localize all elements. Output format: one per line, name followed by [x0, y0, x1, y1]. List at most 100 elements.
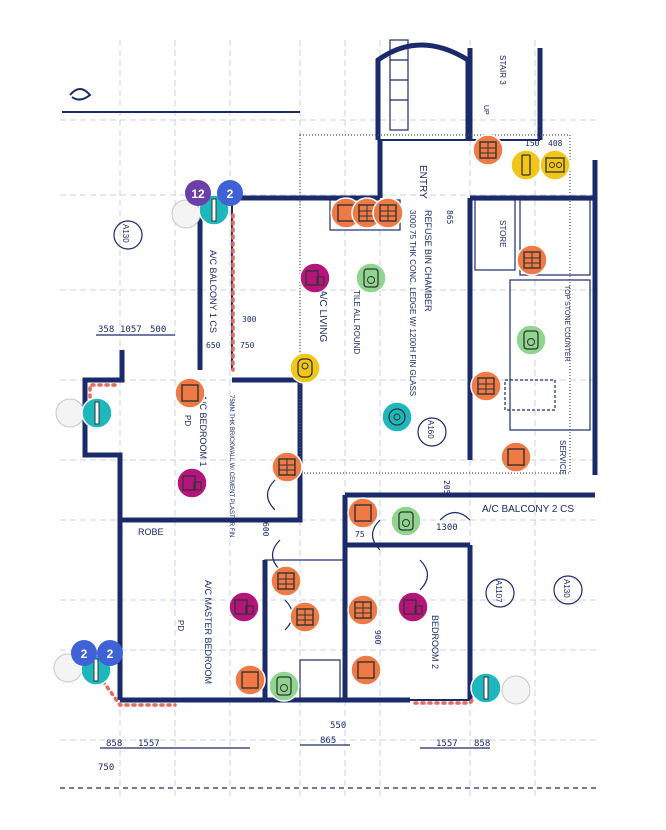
dim: 865	[320, 736, 336, 746]
dim: 900	[373, 630, 382, 645]
blind-motor-icon	[93, 658, 99, 682]
marker-disc	[500, 441, 532, 473]
ac-living-marker[interactable]	[299, 262, 331, 294]
sensor-icon	[297, 358, 313, 378]
marker-disc	[347, 497, 379, 529]
light-corridor-marker[interactable]	[347, 497, 379, 529]
dim: 865	[445, 210, 454, 225]
distribution-board-icon	[379, 204, 397, 222]
dim: 650	[206, 341, 221, 350]
panel-entry-marker[interactable]	[472, 134, 504, 166]
panel-refuse-2-marker[interactable]	[372, 197, 404, 229]
label-store: STORE	[498, 220, 507, 247]
dimension-labels: 358 1057 500 300 650 750 865 600 1300 55…	[98, 139, 563, 773]
label-balcony-2: A/C BALCONY 2 CS	[482, 504, 574, 515]
tag: A130	[121, 224, 130, 243]
dim: 858	[474, 739, 490, 749]
distribution-board-icon	[479, 141, 497, 159]
tag: A130	[562, 579, 571, 598]
label-entry: ENTRY	[417, 165, 428, 199]
ceiling-light-icon	[241, 671, 259, 689]
air-conditioner-icon	[305, 270, 325, 286]
marker-disc	[228, 591, 260, 623]
badge-2-master-b[interactable]: 2	[97, 640, 123, 666]
panel-bath-marker[interactable]	[289, 601, 321, 633]
tag: A160	[426, 420, 435, 439]
marker-disc	[355, 262, 387, 294]
marker-disc	[515, 324, 547, 356]
label-floor-note: 3000 75 THK CONC. LEDGE W/ 1200H FIN GLA…	[408, 210, 417, 396]
panel-kitchen-marker[interactable]	[470, 370, 502, 402]
dim: 858	[106, 739, 122, 749]
badge-12[interactable]: 12	[185, 180, 211, 206]
speaker-corridor-marker[interactable]	[390, 505, 422, 537]
device-markers	[53, 134, 571, 705]
inactive-blind-indicator	[501, 675, 531, 705]
label-service: SERVICE	[558, 440, 567, 475]
light-master-bath-marker[interactable]	[234, 664, 266, 696]
fixtures	[60, 39, 600, 789]
dim: 550	[330, 721, 346, 731]
air-conditioner-icon	[182, 475, 202, 491]
blind-motor-icon	[94, 401, 100, 425]
distribution-board-icon	[477, 377, 495, 395]
label-bedroom-2: BEDROOM 2	[430, 615, 440, 669]
speaker-bath-marker[interactable]	[268, 670, 300, 702]
distribution-board-icon	[278, 458, 296, 476]
dim: 1300	[436, 523, 458, 533]
marker-disc	[174, 377, 206, 409]
ceiling-light-icon	[357, 661, 375, 679]
speaker-kitchen-marker[interactable]	[515, 324, 547, 356]
dim: 500	[150, 325, 166, 335]
panel-bath-2-marker[interactable]	[347, 594, 379, 626]
dim: 408	[548, 139, 563, 148]
camera-living-marker[interactable]	[381, 401, 413, 433]
light-bath-marker[interactable]	[350, 654, 382, 686]
dim: 75	[355, 530, 365, 539]
label-stair: STAIR 3	[498, 55, 507, 85]
count-badges: 12 2 2 2	[71, 180, 243, 666]
room-labels: ENTRY REFUSE BIN CHAMBER 3000 75 THK CON…	[138, 55, 574, 684]
speaker-icon	[363, 268, 379, 288]
ac-bedroom-1-marker[interactable]	[176, 467, 208, 499]
blind-bedroom-2-marker[interactable]	[470, 672, 502, 704]
blind-motor-icon	[211, 198, 217, 222]
sensor-living-marker[interactable]	[289, 352, 321, 384]
panel-store-marker[interactable]	[516, 244, 548, 276]
dim: 1557	[436, 739, 458, 749]
dim: 600	[261, 522, 270, 537]
walls	[82, 42, 598, 703]
blind-bedroom-1-marker[interactable]	[81, 397, 113, 429]
panel-master-marker[interactable]	[270, 565, 302, 597]
marker-disc	[381, 401, 413, 433]
marker-disc	[390, 505, 422, 537]
svg-text:2: 2	[227, 187, 234, 201]
badge-2-balcony[interactable]: 2	[217, 180, 243, 206]
badge-2-master-a[interactable]: 2	[71, 640, 97, 666]
marker-disc	[268, 670, 300, 702]
light-bedroom-1-marker[interactable]	[174, 377, 206, 409]
light-service-marker[interactable]	[500, 441, 532, 473]
marker-disc	[397, 591, 429, 623]
distribution-board-icon	[354, 601, 372, 619]
svg-text:2: 2	[81, 647, 88, 661]
dim: 205	[442, 480, 451, 495]
dim: 1557	[138, 739, 160, 749]
switch-entry-marker[interactable]	[510, 149, 542, 181]
label-balcony-1: A/C BALCONY 1 CS	[208, 250, 218, 333]
socket-entry-marker[interactable]	[539, 149, 571, 181]
tag: A1107	[494, 580, 503, 603]
dim: 1057	[120, 325, 142, 335]
svg-text:12: 12	[191, 187, 205, 201]
ac-master-marker[interactable]	[228, 591, 260, 623]
ac-bedroom-2-marker[interactable]	[397, 591, 429, 623]
panel-corridor-marker[interactable]	[271, 451, 303, 483]
label-bedroom-1-sub: PD	[183, 415, 192, 426]
speaker-living-marker[interactable]	[355, 262, 387, 294]
ceiling-light-icon	[507, 448, 525, 466]
distribution-board-icon	[277, 572, 295, 590]
inactive-blind-indicator	[55, 398, 85, 428]
label-countertop: TOP STONE COUNTER	[563, 285, 570, 362]
speaker-icon	[276, 676, 292, 696]
label-tile-note: TILE ALL ROUND	[352, 290, 361, 354]
